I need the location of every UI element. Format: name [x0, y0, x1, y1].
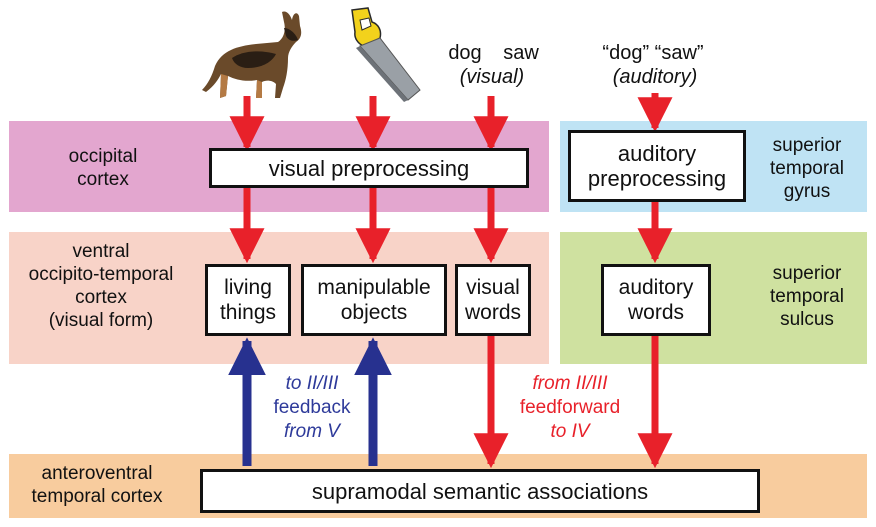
- saw-word-label: saw: [503, 42, 539, 64]
- supramodal-semantic-associations-box: supramodal semantic associations: [200, 469, 760, 513]
- dog-word-label: dog: [448, 42, 482, 64]
- visual-modality-label: (visual): [459, 66, 525, 88]
- saw-image: [351, 7, 421, 102]
- auditory-modality-label: (auditory): [612, 66, 698, 88]
- visual-preprocessing-box: visual preprocessing: [209, 148, 529, 188]
- dog-image: [202, 11, 302, 98]
- spoken-words-label: “dog” “saw”: [602, 42, 704, 64]
